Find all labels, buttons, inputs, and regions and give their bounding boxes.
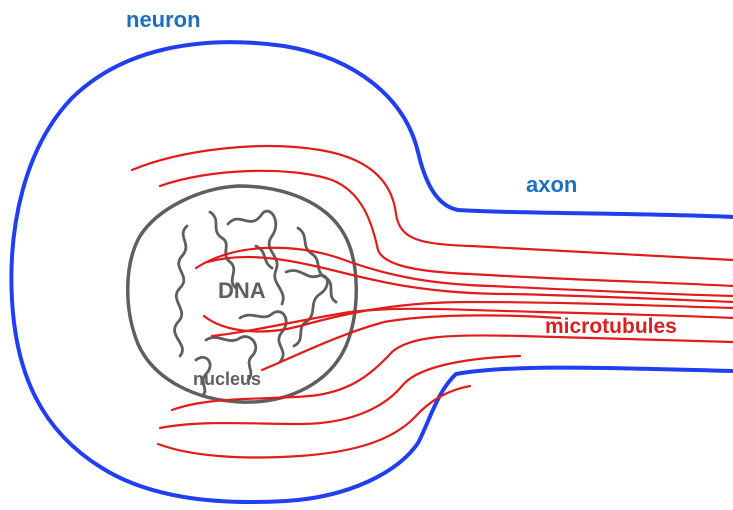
membrane-top bbox=[11, 42, 733, 502]
axon-label: axon bbox=[526, 174, 577, 196]
dna-strand bbox=[175, 226, 187, 356]
microtubules-label: microtubules bbox=[545, 316, 677, 337]
microtubule bbox=[132, 146, 733, 260]
neuron-label: neuron bbox=[126, 9, 201, 31]
neuron-membrane bbox=[11, 42, 733, 502]
dna-strand bbox=[298, 228, 336, 302]
dna-strand bbox=[210, 212, 236, 288]
nucleus-label: nucleus bbox=[193, 370, 261, 388]
microtubule bbox=[160, 171, 733, 286]
dna-strand bbox=[286, 270, 327, 346]
microtubule bbox=[208, 257, 733, 302]
dna-label: DNA bbox=[218, 280, 266, 302]
microtubule bbox=[160, 356, 520, 428]
